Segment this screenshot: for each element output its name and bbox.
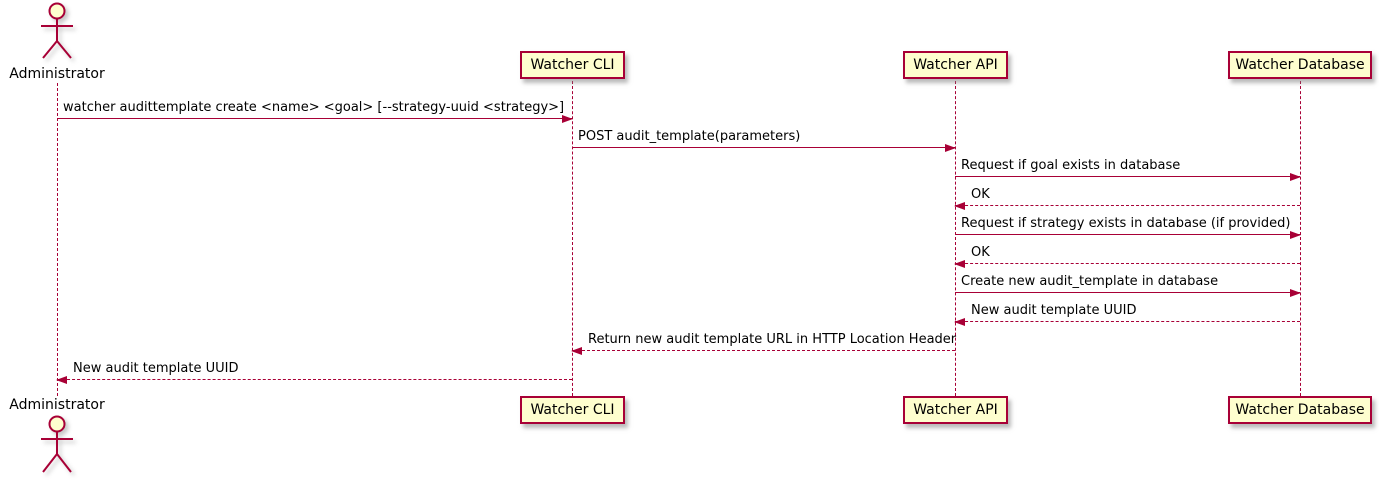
message-line [572,147,955,148]
arrowhead-right-icon [1290,231,1301,239]
lifeline-watcher-api [955,81,956,396]
message-label: Request if strategy exists in database (… [961,216,1291,231]
actor-administrator-icon [41,2,73,59]
message-label: Request if goal exists in database [961,158,1181,173]
participant-watcher-database-bottom: Watcher Database [1228,396,1372,424]
arrowhead-left-icon [954,318,965,326]
arrowhead-right-icon [945,144,956,152]
message-request-goal-exists: Request if goal exists in database [955,153,1301,181]
message-return-url-location-header: Return new audit template URL in HTTP Lo… [571,327,957,355]
lifeline-administrator [57,83,58,396]
message-label: OK [971,187,990,202]
arrowhead-left-icon [954,202,965,210]
message-line [955,176,1300,177]
message-request-strategy-exists: Request if strategy exists in database (… [955,211,1301,239]
message-strategy-ok-reply: OK [954,240,1300,268]
arrowhead-right-icon [1290,173,1301,181]
arrowhead-left-icon [56,376,67,384]
message-line [955,205,1300,206]
participant-watcher-database-top: Watcher Database [1228,51,1372,79]
message-post-audit-template: POST audit_template(parameters) [572,124,956,152]
message-line [57,118,572,119]
participant-watcher-api-top: Watcher API [903,51,1008,79]
message-line [955,263,1300,264]
message-create-audit-template-db: Create new audit_template in database [955,269,1301,297]
arrowhead-left-icon [571,347,582,355]
lifeline-watcher-cli [572,81,573,396]
message-line [955,321,1300,322]
participant-watcher-cli-bottom: Watcher CLI [520,396,625,424]
message-label: POST audit_template(parameters) [578,129,801,144]
actor-administrator-label-top: Administrator [9,66,105,82]
message-goal-ok-reply: OK [954,182,1300,210]
message-label: watcher audittemplate create <name> <goa… [63,100,565,115]
message-new-uuid-to-admin: New audit template UUID [56,356,572,384]
message-label: New audit template UUID [971,303,1137,318]
message-label: Create new audit_template in database [961,274,1219,289]
arrowhead-right-icon [562,115,573,123]
message-line [955,234,1300,235]
actor-administrator-icon [41,415,73,473]
message-label: OK [971,245,990,260]
participant-watcher-cli-top: Watcher CLI [520,51,625,79]
message-label: Return new audit template URL in HTTP Lo… [588,332,957,347]
participant-watcher-api-bottom: Watcher API [903,396,1008,424]
message-line [955,292,1300,293]
arrowhead-left-icon [954,260,965,268]
actor-administrator-label-bottom: Administrator [9,397,105,413]
message-new-uuid-from-db: New audit template UUID [954,298,1300,326]
message-create-audittemplate-command: watcher audittemplate create <name> <goa… [57,95,573,123]
arrowhead-right-icon [1290,289,1301,297]
message-line [572,350,955,351]
message-label: New audit template UUID [73,361,239,376]
message-line [57,379,572,380]
